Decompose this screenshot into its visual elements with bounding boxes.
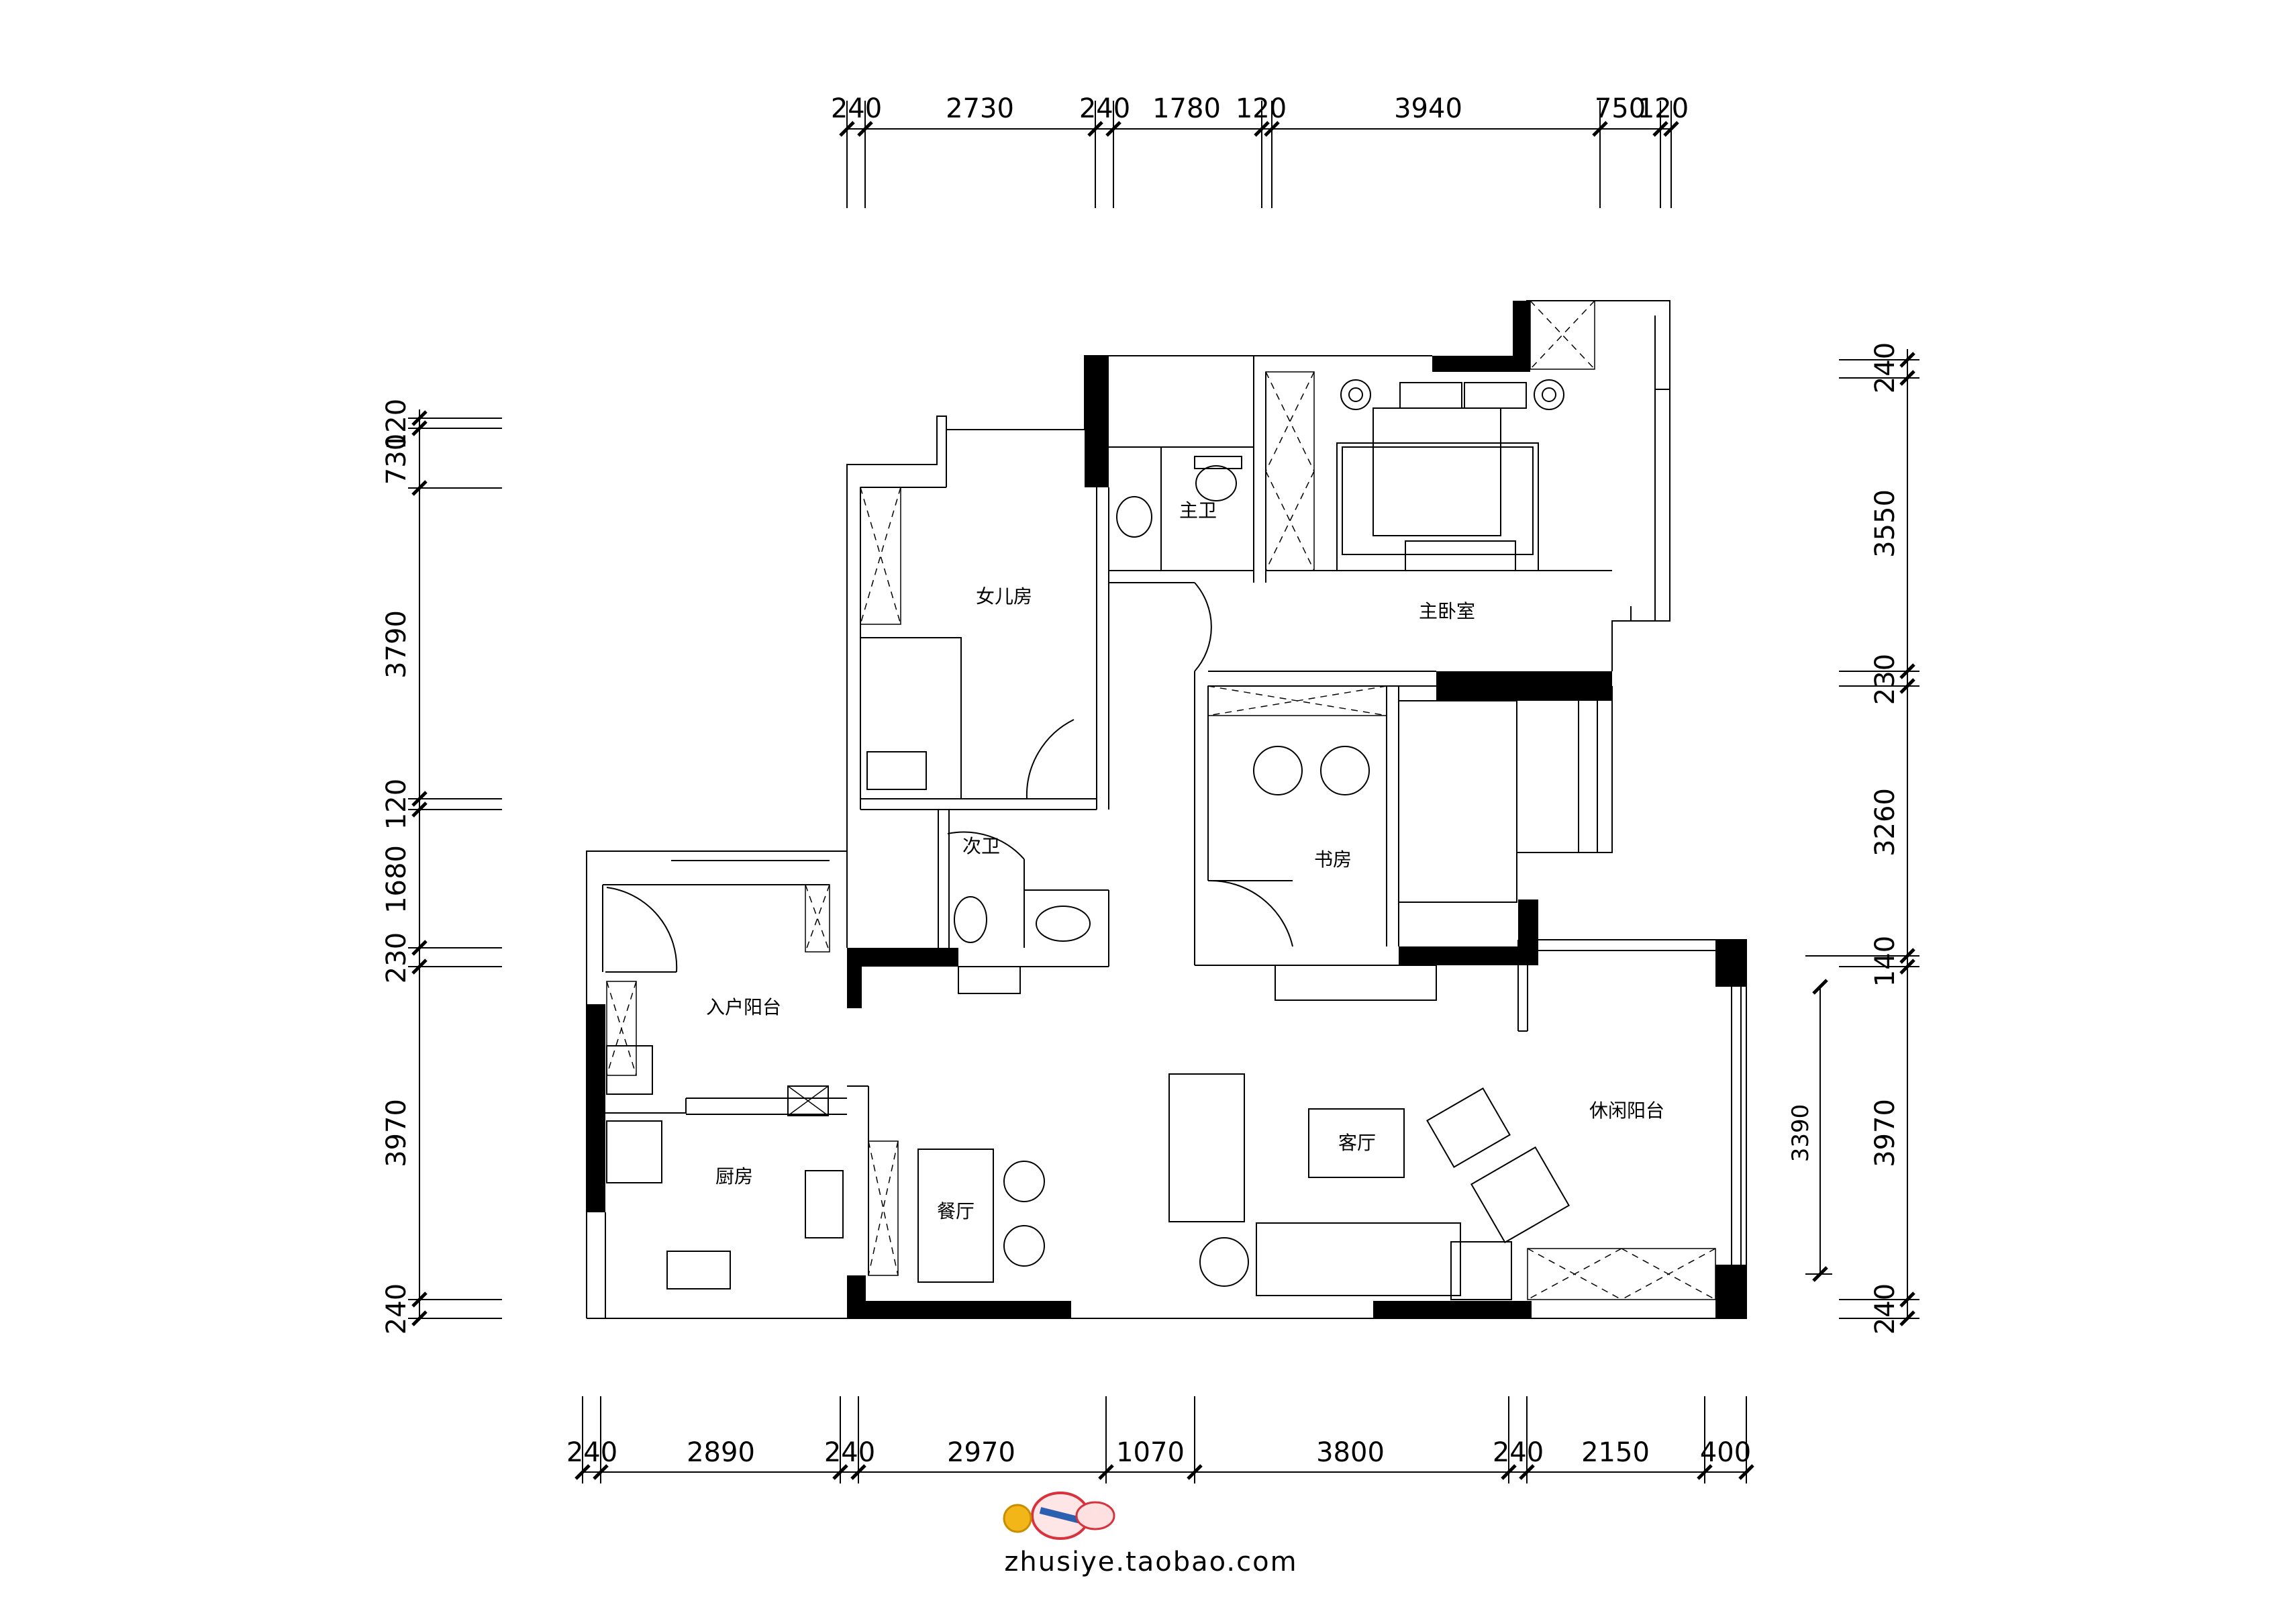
- master-bed: [1372, 407, 1501, 536]
- dim-right-6: 3970: [1870, 1099, 1901, 1167]
- dim-right-7: 240: [1870, 1283, 1901, 1334]
- sofa: [1256, 1222, 1461, 1296]
- washbasin: [1036, 906, 1091, 942]
- toilet: [1195, 465, 1237, 501]
- lounge-chair: [1426, 1087, 1511, 1169]
- solid-walls: [587, 301, 1746, 1318]
- chair: [1003, 1161, 1045, 1202]
- label-entry-balcony: 入户阳台: [706, 996, 781, 1018]
- chair: [1003, 1225, 1045, 1267]
- label-daughter-room: 女儿房: [976, 585, 1032, 607]
- dim-left-7: 3970: [381, 1099, 412, 1167]
- dim-left-5: 1680: [381, 845, 412, 914]
- fridge: [606, 1120, 662, 1183]
- chair: [1320, 746, 1370, 795]
- dim-bottom-8: 2150: [1581, 1437, 1650, 1468]
- interior-walls: [605, 356, 1612, 1318]
- dim-left-2: 730: [381, 434, 412, 485]
- dim-left-4: 120: [381, 779, 412, 830]
- study-desk: [1398, 700, 1517, 903]
- sink: [805, 1170, 844, 1238]
- dim-top-2: 2730: [946, 93, 1014, 124]
- label-kitchen: 厨房: [715, 1165, 753, 1187]
- outer-walls: [586, 300, 1747, 1319]
- dim-left-8: 240: [381, 1283, 412, 1334]
- dim-left-1: 120: [381, 399, 412, 450]
- wardrobes: [606, 300, 1716, 1300]
- dim-bottom-9: 400: [1700, 1437, 1751, 1468]
- dim-top-4: 1780: [1152, 93, 1221, 124]
- sofa: [1168, 1073, 1245, 1222]
- label-leisure-balcony: 休闲阳台: [1589, 1100, 1664, 1122]
- furniture: [606, 379, 1570, 1300]
- side-table: [1450, 1241, 1512, 1300]
- dim-top-7: 750: [1595, 93, 1646, 124]
- watermark-url: zhusiye.taobao.com: [1004, 1547, 1297, 1577]
- dim-right-4: 3260: [1870, 788, 1901, 857]
- label-master-bath: 主卫: [1179, 499, 1217, 522]
- dim-bottom-2: 2890: [687, 1437, 755, 1468]
- label-living: 客厅: [1338, 1132, 1376, 1154]
- dim-top-5: 120: [1236, 93, 1287, 124]
- room-labels: 主卫 女儿房 主卧室 次卫 书房 入户阳台 厨房 餐厅 客厅 休闲阳台: [706, 499, 1664, 1222]
- right-dimension-chain: 240 3550 230 3260 140 3970 240 3390: [1787, 342, 1919, 1334]
- dim-top-3: 240: [1079, 93, 1130, 124]
- chair: [1253, 746, 1303, 795]
- coffee-table: [1308, 1108, 1405, 1178]
- dim-right-3: 230: [1870, 654, 1901, 705]
- dim-right-1: 240: [1870, 342, 1901, 393]
- dim-left-6: 230: [381, 932, 412, 983]
- washbasin: [1116, 496, 1152, 538]
- bottom-dimension-chain: 240 2890 240 2970 1070 3800 240 2150 400: [566, 1396, 1754, 1483]
- lounge-chair: [1470, 1146, 1570, 1244]
- label-dining: 餐厅: [937, 1200, 975, 1222]
- washing-machine: [606, 1045, 653, 1095]
- dining-table: [917, 1149, 994, 1283]
- dim-left-3: 3790: [381, 610, 412, 679]
- dim-bottom-3: 240: [824, 1437, 875, 1468]
- dim-bottom-7: 240: [1493, 1437, 1544, 1468]
- watermark: zhusiye.taobao.com: [1003, 1492, 1297, 1577]
- dim-top-8: 120: [1638, 93, 1689, 124]
- left-dimension-chain: 120 730 3790 120 1680 230 3970 240: [381, 399, 502, 1334]
- top-dimension-chain: 240 2730 240 1780 120 3940 750 120: [831, 93, 1689, 208]
- stove: [666, 1251, 731, 1289]
- dim-bottom-4: 2970: [947, 1437, 1015, 1468]
- daughter-bed: [860, 637, 962, 799]
- toilet: [954, 896, 987, 943]
- dim-inner-right: 3390: [1787, 1104, 1814, 1163]
- dim-top-6: 3940: [1394, 93, 1462, 124]
- dim-right-2: 3550: [1870, 489, 1901, 558]
- dim-bottom-5: 1070: [1116, 1437, 1185, 1468]
- dim-bottom-1: 240: [566, 1437, 617, 1468]
- label-study: 书房: [1314, 848, 1352, 871]
- mascot-logo: [1003, 1492, 1115, 1540]
- label-master-bedroom: 主卧室: [1419, 600, 1475, 622]
- dim-bottom-6: 3800: [1316, 1437, 1385, 1468]
- dim-right-5: 140: [1870, 936, 1901, 987]
- label-second-bath: 次卫: [962, 835, 1000, 857]
- tv-cabinet: [1275, 965, 1437, 1001]
- side-table: [1199, 1237, 1249, 1287]
- dim-top-1: 240: [831, 93, 882, 124]
